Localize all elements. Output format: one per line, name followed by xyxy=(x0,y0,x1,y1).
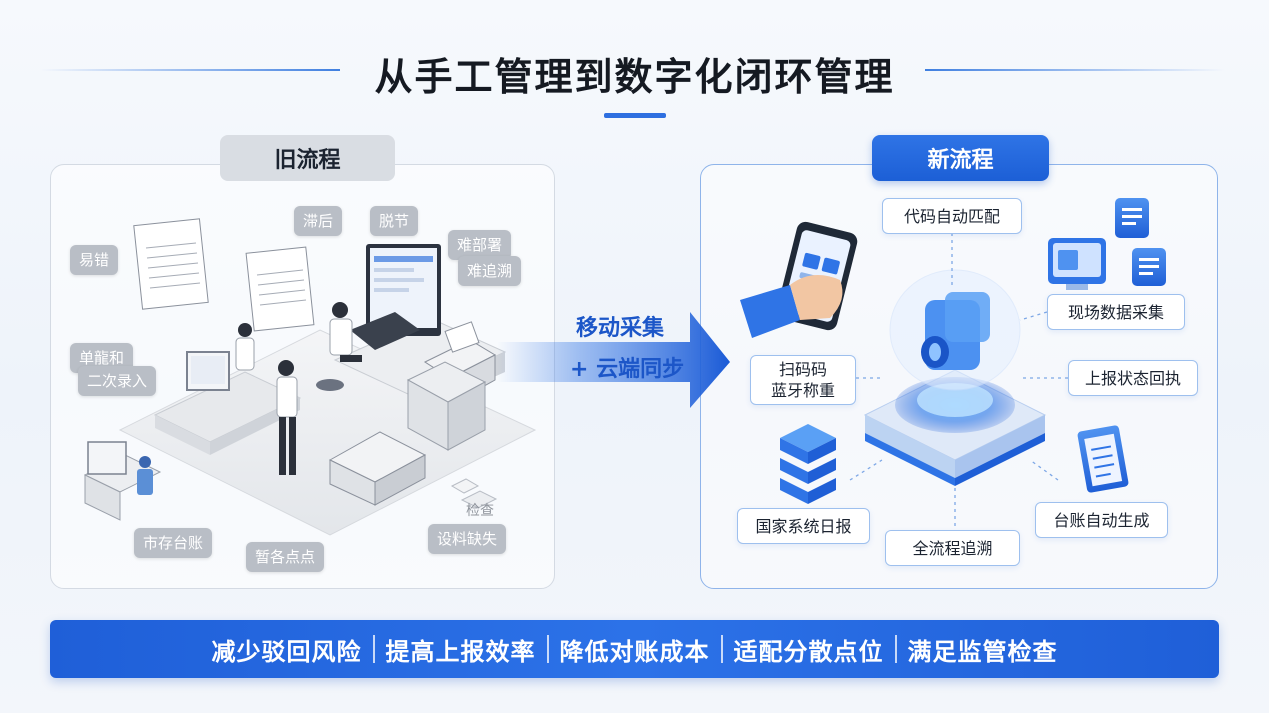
phone-icon xyxy=(740,221,858,338)
server-icon xyxy=(780,424,836,504)
benefits-banner: 减少驳回风险 提高上报效率 降低对账成本 适配分散点位 满足监管检查 xyxy=(50,620,1219,678)
pain-tag-missing-data: 设料缺失 xyxy=(428,524,507,554)
old-office-scene xyxy=(83,218,537,536)
feature-code-matching: 代码自动匹配 xyxy=(882,198,1022,234)
new-flow-label: 新流程 xyxy=(872,135,1049,181)
feature-status-receipt: 上报状态回执 xyxy=(1068,360,1198,396)
message-icon xyxy=(1115,198,1149,238)
cloud-hub xyxy=(863,269,1047,486)
pain-tag-points: 暂各点点 xyxy=(246,542,325,572)
banner-divider xyxy=(894,635,897,663)
banner-divider xyxy=(372,635,375,663)
benefit-distributed: 适配分散点位 xyxy=(733,637,884,666)
benefit-compliance: 满足监管检查 xyxy=(907,637,1058,666)
pain-tag-inspection: 检查 xyxy=(466,503,494,519)
benefit-reduce-rejection: 减少驳回风险 xyxy=(211,637,362,666)
pain-tag-ledger: 市存台账 xyxy=(134,528,213,558)
title-right-rule xyxy=(925,69,1225,71)
transition-arrow xyxy=(497,312,730,408)
clipboard-icon xyxy=(1077,425,1129,493)
feature-scan-weigh: 扫码码 蓝牙称重 xyxy=(750,355,856,405)
pain-tag-hard-deploy: 难部署 xyxy=(448,230,512,260)
page-title: 从手工管理到数字化闭环管理 xyxy=(374,55,895,99)
feature-field-collection: 现场数据采集 xyxy=(1047,294,1185,330)
title-underline xyxy=(604,113,666,118)
transition-line-1: 移动采集 xyxy=(576,316,665,341)
pain-tag-error-prone: 易错 xyxy=(70,245,119,275)
document-icon xyxy=(1132,248,1166,286)
connector-lines xyxy=(849,233,1068,528)
pain-tag-hard-trace: 难追溯 xyxy=(458,256,522,286)
pain-tag-double-entry: 二次录入 xyxy=(78,366,157,396)
pain-tag-disconnected: 脱节 xyxy=(370,206,419,236)
banner-divider xyxy=(720,635,723,663)
old-flow-label: 旧流程 xyxy=(220,135,395,181)
feature-full-trace: 全流程追溯 xyxy=(885,530,1020,566)
pain-tag-delayed: 滞后 xyxy=(294,206,343,236)
banner-divider xyxy=(546,635,549,663)
dashboard-icon xyxy=(1048,238,1106,290)
title-left-rule xyxy=(40,69,340,71)
benefit-efficiency: 提高上报效率 xyxy=(385,637,536,666)
transition-line-2: + 云端同步 xyxy=(570,357,685,382)
feature-auto-ledger: 台账自动生成 xyxy=(1035,502,1168,538)
feature-national-report: 国家系统日报 xyxy=(737,508,870,544)
benefit-cost: 降低对账成本 xyxy=(559,637,710,666)
